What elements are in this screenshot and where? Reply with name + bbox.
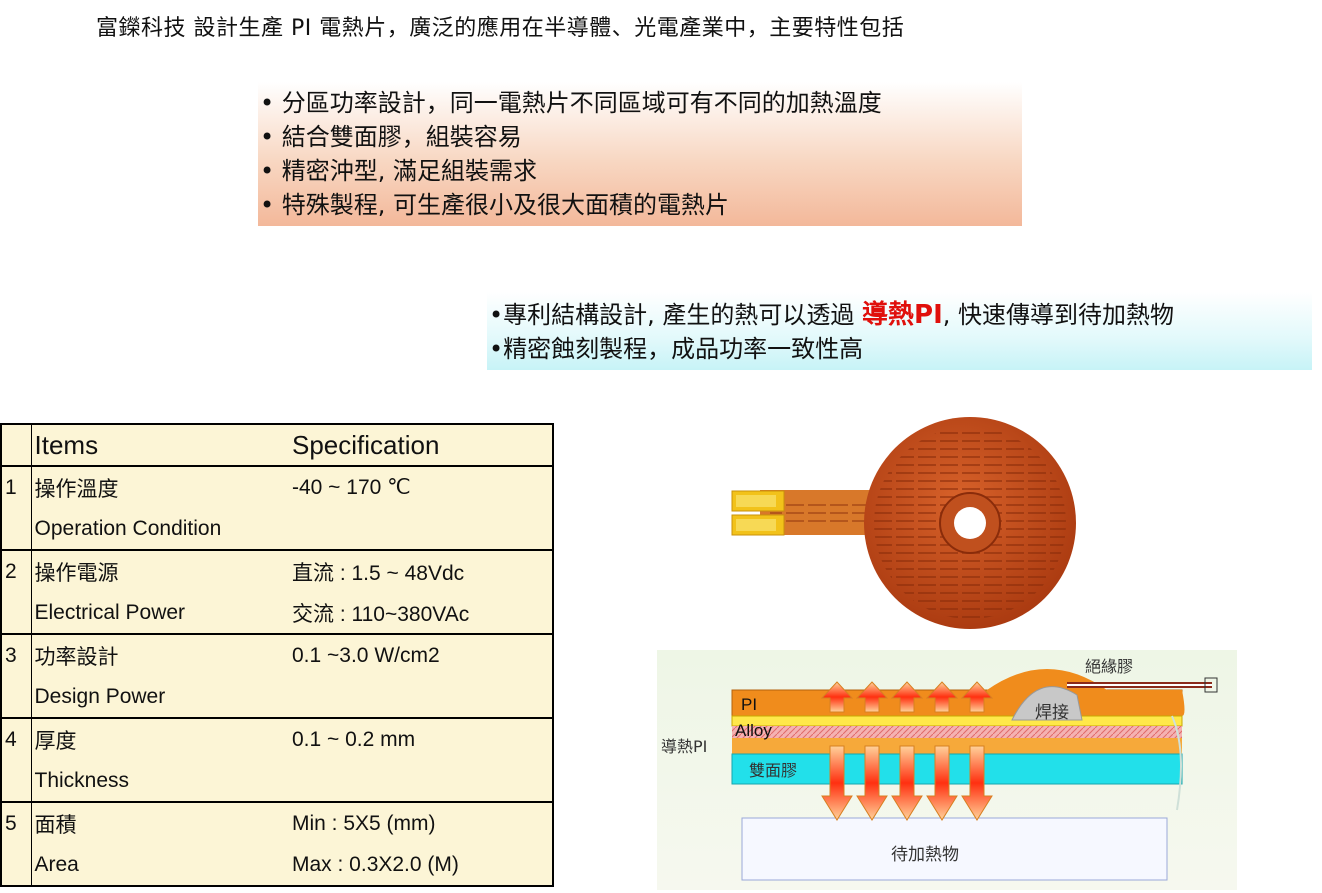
row-number: 2 — [1, 549, 32, 592]
table-row: Thickness — [1, 760, 553, 802]
row-number: 3 — [1, 633, 32, 676]
label-weld: 焊接 — [1035, 703, 1069, 723]
up-arrow — [855, 681, 889, 713]
spec-cell: 直流 : 1.5 ~ 48Vdc — [289, 549, 553, 592]
feature-item: • 特殊製程, 可生產很小及很大面積的電熱片 — [260, 191, 730, 219]
spec-cell — [289, 760, 553, 802]
table-row: 2 操作電源 直流 : 1.5 ~ 48Vdc — [1, 549, 553, 592]
item-en-cell: Area — [34, 852, 79, 876]
row-number: 5 — [1, 801, 32, 844]
thermal-pi-hatch — [732, 726, 1182, 738]
down-arrow — [961, 745, 993, 821]
feature-list-box: • 分區功率設計，同一電熱片不同區域可有不同的加熱溫度 • 結合雙面膠，組裝容易… — [258, 82, 1022, 226]
wire-core — [1067, 684, 1212, 686]
label-heated-object: 待加熱物 — [891, 845, 959, 865]
heater-cross-section-diagram: 絕緣膠 PI Alloy 焊接 導熱PI 雙面膠 待加熱物 — [657, 650, 1237, 890]
spec-cell: 0.1 ~ 0.2 mm — [289, 717, 553, 760]
row-number: 4 — [1, 717, 32, 760]
row-number: 1 — [1, 465, 32, 508]
spec-table: Items Specification 1 操作溫度 -40 ~ 170 ℃ O… — [0, 423, 554, 887]
label-alloy: Alloy — [735, 721, 772, 740]
spec-cell: Max : 0.3X2.0 (M) — [292, 852, 459, 876]
item-cell: 操作溫度 — [31, 465, 289, 508]
feature-text: •專利結構設計, 產生的熱可以透過 — [489, 301, 863, 329]
down-arrow — [926, 745, 958, 821]
down-arrow — [856, 745, 888, 821]
spec-cell: -40 ~ 170 ℃ — [289, 465, 553, 508]
table-row: Area Max : 0.3X2.0 (M) — [1, 844, 553, 886]
table-header-items: Items — [34, 429, 99, 460]
highlight-thermal-pi: 導熱PI — [862, 300, 943, 330]
item-en-cell: Design Power — [34, 684, 166, 708]
feature-list-box-2: •專利結構設計, 產生的熱可以透過 導熱PI, 快速傳導到待加熱物 •精密蝕刻製… — [487, 292, 1312, 370]
label-pi: PI — [741, 695, 757, 714]
down-arrow — [821, 745, 853, 821]
feature-text: , 快速傳導到待加熱物 — [942, 301, 1175, 329]
spec-cell — [289, 676, 553, 718]
label-thermal-pi: 導熱PI — [661, 737, 707, 756]
heat-up-arrows — [820, 681, 994, 713]
heat-down-arrows — [821, 745, 993, 821]
item-en-cell: Operation Condition — [34, 516, 222, 540]
spec-cell — [289, 508, 553, 550]
item-en-cell: Electrical Power — [34, 600, 186, 624]
table-row: 1 操作溫度 -40 ~ 170 ℃ — [1, 465, 553, 508]
item-cell: 操作電源 — [31, 549, 289, 592]
spec-cell: 交流 : 110~380VAc — [292, 602, 470, 626]
table-row: 3 功率設計 0.1 ~3.0 W/cm2 — [1, 633, 553, 676]
alloy-layer — [731, 715, 1183, 727]
up-arrow — [820, 681, 854, 713]
spec-cell: Min : 5X5 (mm) — [289, 801, 553, 844]
spec-cell: 0.1 ~3.0 W/cm2 — [289, 633, 553, 676]
feature-item-etching: •精密蝕刻製程，成品功率一致性高 — [489, 335, 864, 363]
feature-item-patent: •專利結構設計, 產生的熱可以透過 導熱PI, 快速傳導到待加熱物 — [489, 298, 1312, 332]
item-cell: 厚度 — [31, 717, 289, 760]
pi-layer-lower — [732, 738, 1182, 754]
edge-curve — [1171, 715, 1182, 811]
connector-pad-window — [736, 519, 776, 531]
heater-center-hole — [954, 507, 986, 539]
table-header-spec: Specification — [292, 429, 440, 460]
table-row: 4 厚度 0.1 ~ 0.2 mm — [1, 717, 553, 760]
double-tape-layer — [731, 753, 1183, 785]
table-row: 5 面積 Min : 5X5 (mm) — [1, 801, 553, 844]
table-header-num — [1, 424, 32, 466]
pi-heater-image — [731, 417, 1076, 629]
feature-item: • 分區功率設計，同一電熱片不同區域可有不同的加熱溫度 — [260, 89, 882, 117]
up-arrow — [960, 681, 994, 713]
wire-end — [1204, 677, 1218, 693]
table-row: Design Power — [1, 676, 553, 718]
table-row: Electrical Power 交流 : 110~380VAc — [1, 592, 553, 634]
item-cell: 面積 — [31, 801, 289, 844]
feature-item: • 結合雙面膠，組裝容易 — [260, 123, 522, 151]
table-row: Operation Condition — [1, 508, 553, 550]
connector-pad-window — [736, 495, 776, 507]
up-arrow — [925, 681, 959, 713]
label-insulation: 絕緣膠 — [1085, 657, 1133, 676]
label-double-tape: 雙面膠 — [749, 761, 797, 780]
page-headline: 富鑅科技 設計生產 PI 電熱片，廣泛的應用在半導體、光電產業中，主要特性包括 — [96, 16, 905, 41]
item-en-cell: Thickness — [34, 768, 130, 792]
up-arrow — [890, 681, 924, 713]
feature-item: • 精密沖型, 滿足組裝需求 — [260, 157, 538, 185]
item-cell: 功率設計 — [31, 633, 289, 676]
down-arrow — [891, 745, 923, 821]
heated-object-box — [741, 817, 1168, 881]
weld-dome — [1011, 686, 1083, 721]
